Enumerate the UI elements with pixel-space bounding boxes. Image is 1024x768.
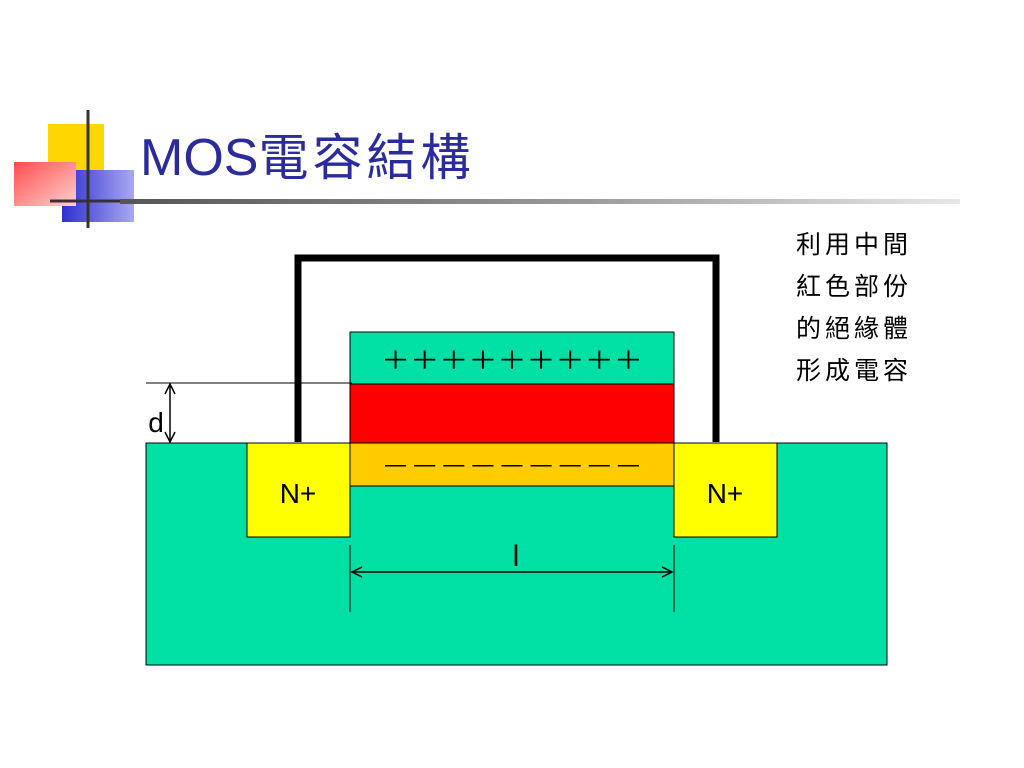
title-latin: MOS [140, 129, 259, 187]
title-underline [120, 199, 960, 204]
deco-red-square [14, 162, 76, 206]
drain-label: N+ [707, 478, 744, 509]
gate-layer [349, 331, 675, 385]
d-arrow-top [164, 382, 176, 395]
length-label: l [513, 540, 520, 573]
channel-charge-text: －－－－－－－－－ [381, 455, 643, 480]
connecting-wire [294, 254, 720, 442]
source-region [246, 442, 351, 538]
note-line-3: 的絕緣體 [796, 314, 913, 343]
page-title: MOS電容結構 [140, 118, 474, 190]
insulator-layer [349, 383, 675, 444]
side-note: 利用中間 紅色部份 的絕緣體 形成電容 [796, 224, 946, 392]
title-cjk: 電容結構 [258, 129, 475, 187]
gate-charge-text: ＋＋＋＋＋＋＋＋＋ [381, 346, 643, 375]
source-label: N+ [280, 478, 317, 509]
drain-region [673, 442, 778, 538]
note-line-2: 紅色部份 [796, 272, 913, 301]
channel-layer [349, 442, 675, 487]
thickness-label: d [148, 407, 164, 438]
l-arrow-left [350, 566, 363, 578]
note-line-1: 利用中間 [796, 230, 913, 259]
d-arrow-bottom [164, 431, 176, 444]
note-line-4: 形成電容 [796, 356, 913, 385]
l-arrow-right [661, 566, 674, 578]
